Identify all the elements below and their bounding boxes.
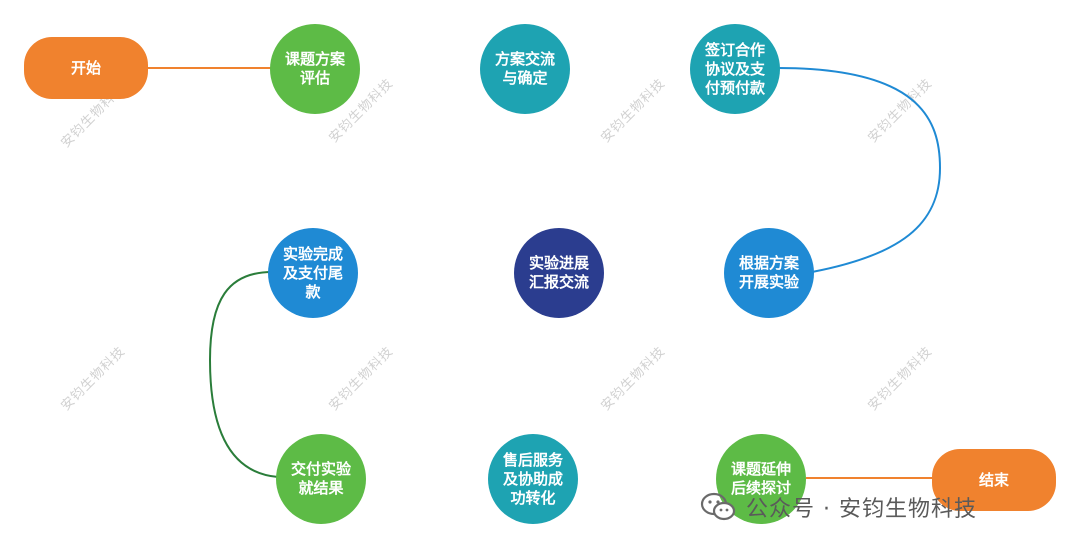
step-1-label: 课题方案 评估 [284, 50, 345, 87]
connector-step3-to-step4 [777, 67, 942, 273]
step-7-label: 交付实验 就结果 [290, 460, 351, 497]
end-node: 结束 [932, 449, 1056, 511]
step-9-label: 课题延伸 后续探讨 [730, 460, 791, 497]
step-2-plan-discussion: 方案交流 与确定 [480, 24, 570, 114]
step-7-deliver-results: 交付实验 就结果 [276, 434, 366, 524]
step-8-after-sales: 售后服务 及协助成 功转化 [488, 434, 578, 524]
start-label: 开始 [70, 58, 101, 77]
step-2-label: 方案交流 与确定 [494, 50, 555, 87]
step-4-label: 根据方案 开展实验 [738, 254, 799, 291]
wechat-icon [700, 492, 736, 521]
step-9-follow-up: 课题延伸 后续探讨 [716, 434, 806, 524]
start-node: 开始 [24, 37, 148, 99]
step-4-run-experiment: 根据方案 开展实验 [724, 228, 814, 318]
brand-footer: 公众号 · 安钧生物科技 [700, 488, 977, 526]
step-3-sign-contract: 签订合作 协议及支 付预付款 [690, 24, 780, 114]
step-3-label: 签订合作 协议及支 付预付款 [704, 40, 765, 97]
step-1-topic-evaluation: 课题方案 评估 [270, 24, 360, 114]
end-label: 结束 [978, 470, 1009, 489]
step-5-label: 实验进展 汇报交流 [528, 254, 589, 291]
step-5-progress-report: 实验进展 汇报交流 [514, 228, 604, 318]
step-6-experiment-complete: 实验完成 及支付尾 款 [268, 228, 358, 318]
brand-channel-text: 公众号 · 安钧生物科技 [746, 497, 977, 522]
connector-step6-to-step7 [208, 271, 279, 478]
step-8-label: 售后服务 及协助成 功转化 [502, 450, 563, 507]
step-6-label: 实验完成 及支付尾 款 [282, 244, 343, 301]
